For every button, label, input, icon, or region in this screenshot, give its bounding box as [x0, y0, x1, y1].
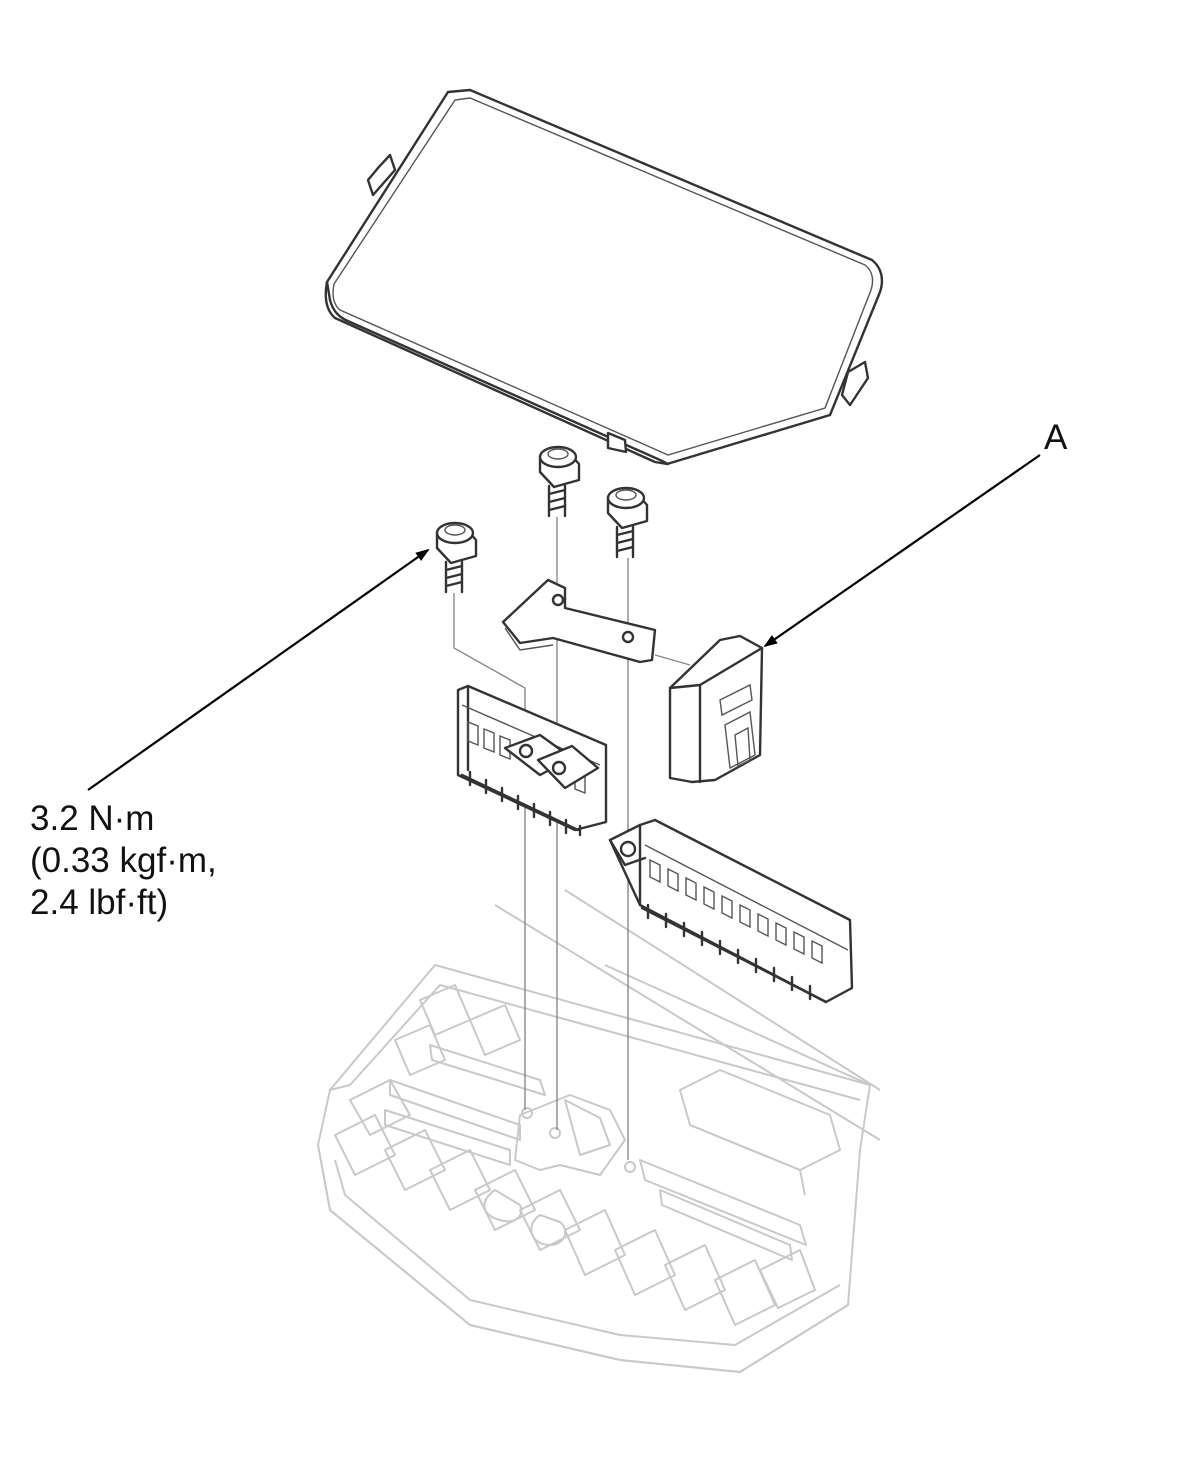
fuse-box-base — [317, 889, 881, 1373]
connector-block-right — [608, 818, 854, 1004]
l-bracket — [501, 578, 657, 664]
torque-spec-line3: 2.4 lbf·ft) — [30, 883, 168, 922]
torque-spec-line1: 3.2 N·m — [30, 799, 154, 838]
relay-part-a — [668, 634, 764, 784]
bolt-center — [538, 445, 581, 518]
bolt-right — [606, 486, 649, 559]
part-a-label: A — [1044, 418, 1068, 457]
leader-line-torque — [87, 548, 430, 791]
bolt-left — [435, 521, 478, 594]
leader-line-part-a — [763, 454, 1041, 648]
connector-block-left — [456, 684, 608, 837]
fuse-box-cover — [324, 88, 884, 466]
torque-spec-line2: (0.33 kgf·m, — [30, 841, 217, 880]
